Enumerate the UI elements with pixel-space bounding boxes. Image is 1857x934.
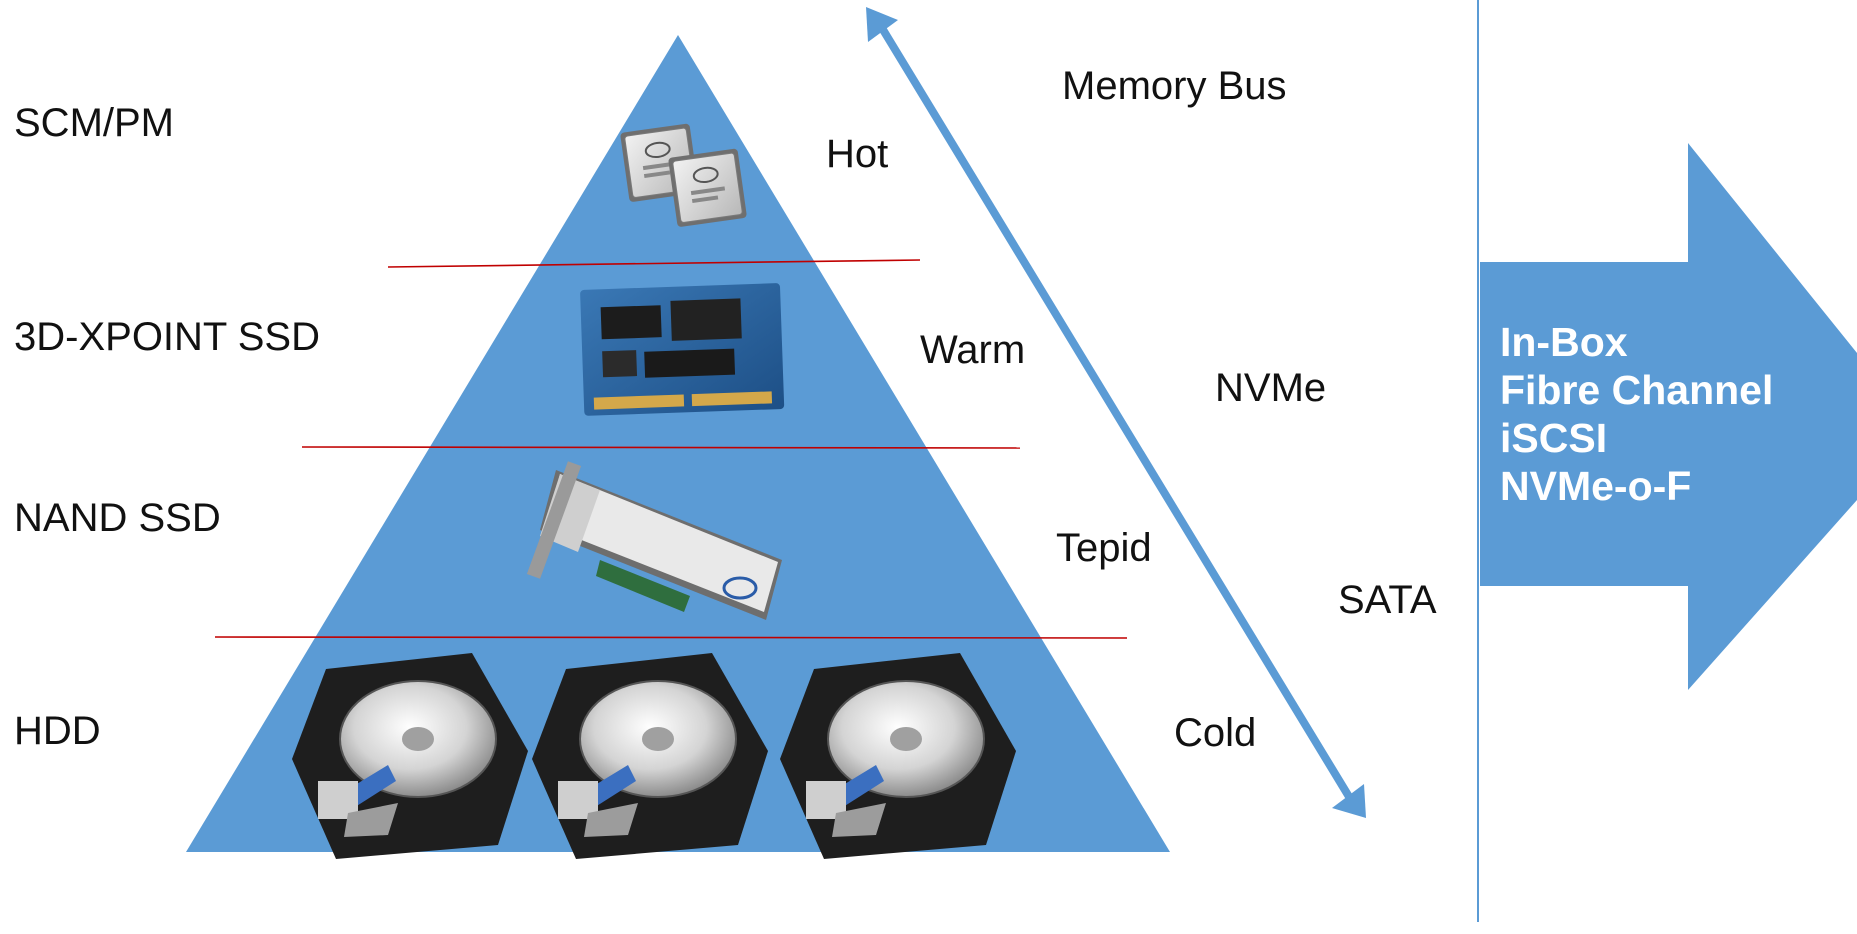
storage-pyramid <box>186 35 1170 852</box>
hard-disk-drive-icon <box>292 653 1016 859</box>
xeon-processor-icon <box>620 123 747 227</box>
connectivity-item-fibre-channel: Fibre Channel <box>1500 367 1774 413</box>
interface-range-arrow <box>866 7 1366 818</box>
interface-label-nvme: NVMe <box>1215 366 1327 410</box>
interface-label-memory-bus: Memory Bus <box>1062 64 1287 108</box>
temperature-label-hot: Hot <box>826 132 889 176</box>
pcie-ssd-card-icon <box>526 461 782 620</box>
tier-divider <box>387 259 921 268</box>
m2-ssd-icon <box>580 283 785 416</box>
temperature-label-tepid: Tepid <box>1056 526 1152 570</box>
tier-divider <box>214 636 1128 639</box>
temperature-label-warm: Warm <box>920 328 1026 372</box>
connectivity-item-iscsi: iSCSI <box>1500 415 1608 461</box>
tier-label-nand-ssd: NAND SSD <box>14 496 221 540</box>
tier-label-hdd: HDD <box>14 709 101 753</box>
connectivity-item-nvme-o-f: NVMe-o-F <box>1500 463 1692 509</box>
tier-label-3d-xpoint-ssd: 3D-XPOINT SSD <box>14 315 320 359</box>
connectivity-item-in-box: In-Box <box>1500 319 1628 365</box>
tier-divider <box>301 446 1021 449</box>
connectivity-list: In-Box Fibre Channel iSCSI NVMe-o-F <box>1500 318 1773 510</box>
connectivity-arrow <box>1480 143 1857 690</box>
tier-label-scm-pm: SCM/PM <box>14 101 174 145</box>
temperature-label-cold: Cold <box>1174 711 1257 755</box>
interface-label-sata: SATA <box>1338 578 1437 622</box>
